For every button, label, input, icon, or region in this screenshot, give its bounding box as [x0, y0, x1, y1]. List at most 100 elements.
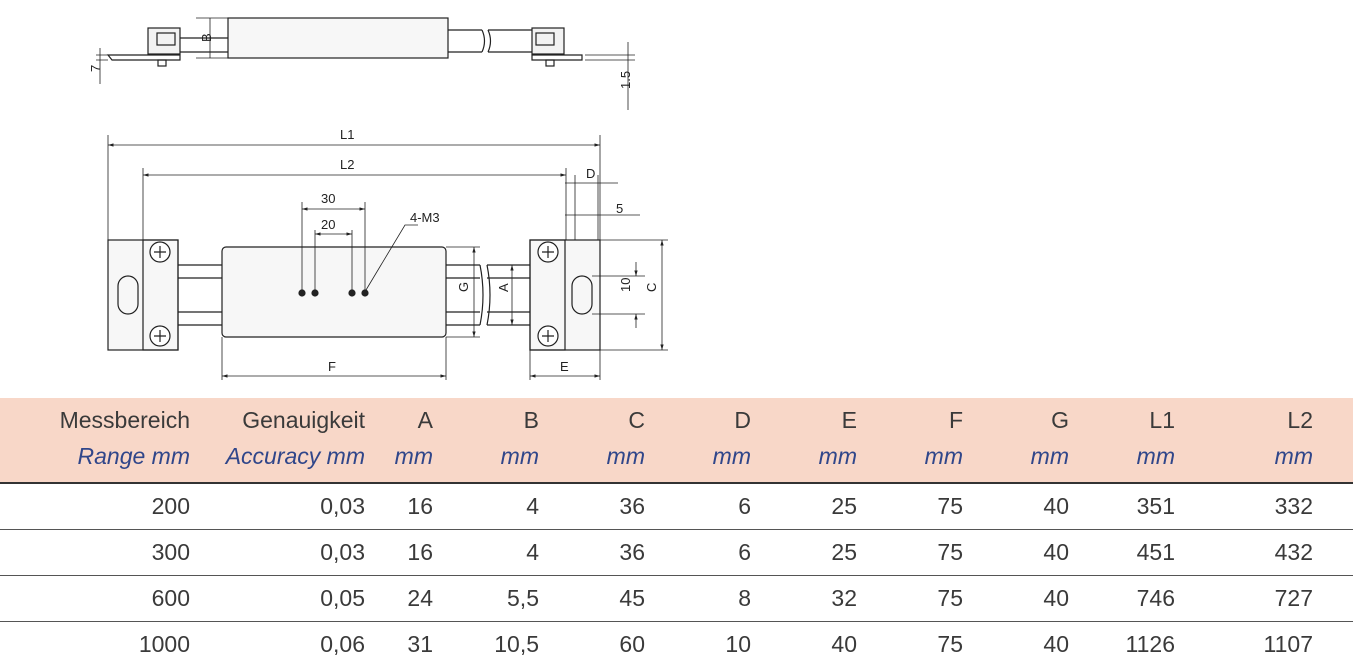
table-cell: 0,06: [190, 622, 365, 667]
table-cell: 75: [897, 622, 1003, 667]
table-cell: 31: [365, 622, 473, 667]
column-header-unit: mm: [579, 434, 645, 482]
table-cell: 25: [791, 530, 897, 576]
column-header-label: D: [685, 398, 751, 434]
dim-label-a: A: [496, 283, 511, 292]
table-cell: 451: [1109, 530, 1215, 576]
dim-label-g: G: [456, 282, 471, 292]
table-cell: 40: [1003, 576, 1109, 622]
dim-label-5: 5: [616, 201, 623, 216]
dim-label-e: E: [560, 359, 569, 374]
table-cell: 600: [0, 576, 190, 622]
table-cell: 200: [0, 483, 190, 530]
table-cell: 32: [791, 576, 897, 622]
dim-label-l1: L1: [340, 127, 354, 142]
table-cell: 6: [685, 483, 791, 530]
table-cell: 75: [897, 530, 1003, 576]
dim-label-20: 20: [321, 217, 335, 232]
table-cell: 36: [579, 530, 685, 576]
table-cell: 75: [897, 483, 1003, 530]
table-cell: 10: [685, 622, 791, 667]
table-cell: 40: [1003, 530, 1109, 576]
column-header-label: E: [791, 398, 857, 434]
dim-label-f: F: [328, 359, 336, 374]
column-header-unit: mm: [1109, 434, 1175, 482]
column-header-unit: Range mm: [0, 434, 190, 482]
table-cell: 1000: [0, 622, 190, 667]
table-cell: 40: [1003, 483, 1109, 530]
dim-label-d: D: [586, 166, 595, 181]
column-header-label: Genauigkeit: [190, 398, 365, 434]
column-header-label: Messbereich: [0, 398, 190, 434]
dim-label-10: 10: [618, 278, 633, 292]
table-cell: 432: [1215, 530, 1353, 576]
column-header-label: L1: [1109, 398, 1175, 434]
table-cell: 40: [1003, 622, 1109, 667]
column-header-label: B: [473, 398, 539, 434]
column-header-unit: mm: [685, 434, 751, 482]
technical-drawing: B 7 1.5 L1 L2 D 5 30 20 4-M3 G A 10 C F …: [0, 0, 1353, 395]
table-cell: 40: [791, 622, 897, 667]
column-header-label: G: [1003, 398, 1069, 434]
table-cell: 25: [791, 483, 897, 530]
table-cell: 10,5: [473, 622, 579, 667]
table-cell: 746: [1109, 576, 1215, 622]
top-view: [108, 240, 600, 350]
side-view: [96, 18, 635, 110]
drawing-svg: B 7 1.5 L1 L2 D 5 30 20 4-M3 G A 10 C F …: [0, 0, 1353, 395]
table-cell: 24: [365, 576, 473, 622]
dim-label-l2: L2: [340, 157, 354, 172]
table-cell: 16: [365, 483, 473, 530]
dim-label-1-5: 1.5: [618, 71, 633, 89]
column-header-unit: mm: [1215, 434, 1313, 482]
table-cell: 300: [0, 530, 190, 576]
dim-label-b: B: [199, 33, 214, 42]
column-header-label: F: [897, 398, 963, 434]
table-cell: 45: [579, 576, 685, 622]
table-cell: 727: [1215, 576, 1353, 622]
table-cell: 4: [473, 530, 579, 576]
table-cell: 0,03: [190, 530, 365, 576]
table-cell: 5,5: [473, 576, 579, 622]
column-header-label: A: [365, 398, 433, 434]
table-cell: 332: [1215, 483, 1353, 530]
column-header-unit: mm: [473, 434, 539, 482]
dim-label-7: 7: [88, 65, 103, 72]
table-cell: 4: [473, 483, 579, 530]
column-header-label: L2: [1215, 398, 1313, 434]
table-cell: 0,03: [190, 483, 365, 530]
table-cell: 1126: [1109, 622, 1215, 667]
column-header-unit: mm: [1003, 434, 1069, 482]
table-cell: 8: [685, 576, 791, 622]
table-cell: 0,05: [190, 576, 365, 622]
column-header-unit: mm: [897, 434, 963, 482]
column-header-label: C: [579, 398, 645, 434]
column-header-unit: mm: [791, 434, 857, 482]
table-cell: 36: [579, 483, 685, 530]
table-cell: 60: [579, 622, 685, 667]
table-cell: 351: [1109, 483, 1215, 530]
dim-label-30: 30: [321, 191, 335, 206]
dim-label-4-m3: 4-M3: [410, 210, 440, 225]
table-cell: 16: [365, 530, 473, 576]
table-cell: 75: [897, 576, 1003, 622]
dim-label-c: C: [644, 283, 659, 292]
